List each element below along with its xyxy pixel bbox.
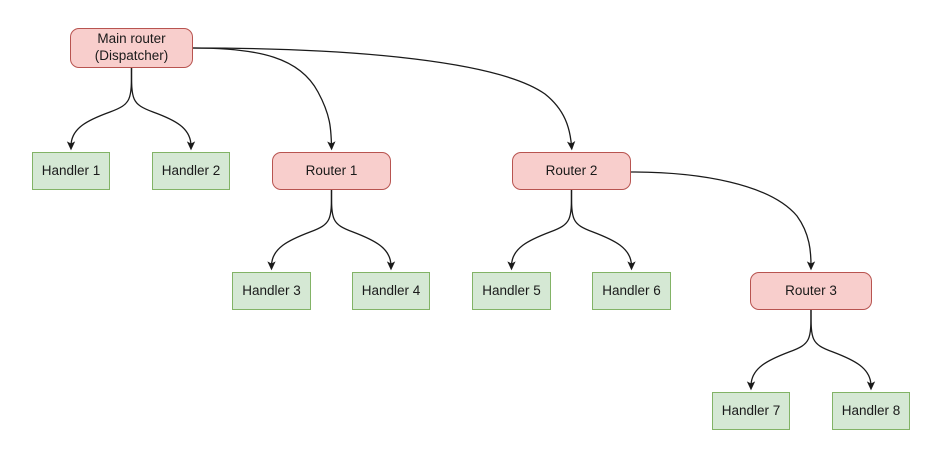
node-label-main-router: Main router (Dispatcher): [94, 31, 169, 63]
node-handler-3[interactable]: Handler 3: [232, 272, 311, 310]
edge-router-1-to-handler-3: [267, 189, 333, 271]
node-handler-5[interactable]: Handler 5: [472, 272, 551, 310]
node-label-handler-8: Handler 8: [841, 402, 901, 418]
node-label-handler-5: Handler 5: [482, 282, 541, 298]
edge-router-2-to-handler-6: [570, 189, 636, 271]
edge-router-3-to-handler-7: [746, 309, 812, 391]
node-router-1[interactable]: Router 1: [272, 152, 391, 190]
diagram-edges: [66, 47, 876, 391]
edge-main-to-handler-1: [66, 67, 133, 151]
node-label-router-1: Router 1: [305, 162, 358, 178]
node-handler-6[interactable]: Handler 6: [592, 272, 671, 310]
node-main-router[interactable]: Main router (Dispatcher): [70, 28, 193, 68]
node-handler-4[interactable]: Handler 4: [352, 272, 430, 310]
edge-main-to-router-2: [192, 47, 576, 151]
node-router-2[interactable]: Router 2: [512, 152, 631, 190]
edge-router-2-to-router-3: [630, 171, 816, 271]
node-label-handler-7: Handler 7: [721, 402, 781, 418]
edge-router-3-to-handler-8: [810, 309, 876, 391]
node-handler-1[interactable]: Handler 1: [32, 152, 110, 190]
node-label-handler-4: Handler 4: [361, 282, 421, 298]
node-label-handler-2: Handler 2: [161, 162, 221, 178]
node-label-router-2: Router 2: [545, 162, 598, 178]
node-handler-2[interactable]: Handler 2: [152, 152, 230, 190]
node-label-handler-6: Handler 6: [602, 282, 661, 298]
node-handler-7[interactable]: Handler 7: [712, 392, 790, 430]
node-label-handler-3: Handler 3: [242, 282, 301, 298]
edge-main-to-router-1: [192, 47, 336, 151]
node-handler-8[interactable]: Handler 8: [832, 392, 910, 430]
edge-router-2-to-handler-5: [507, 189, 573, 271]
node-label-handler-1: Handler 1: [41, 162, 101, 178]
edge-main-to-handler-2: [130, 67, 196, 151]
node-label-router-3: Router 3: [785, 282, 837, 298]
node-router-3[interactable]: Router 3: [750, 272, 872, 310]
edge-router-1-to-handler-4: [330, 189, 396, 271]
